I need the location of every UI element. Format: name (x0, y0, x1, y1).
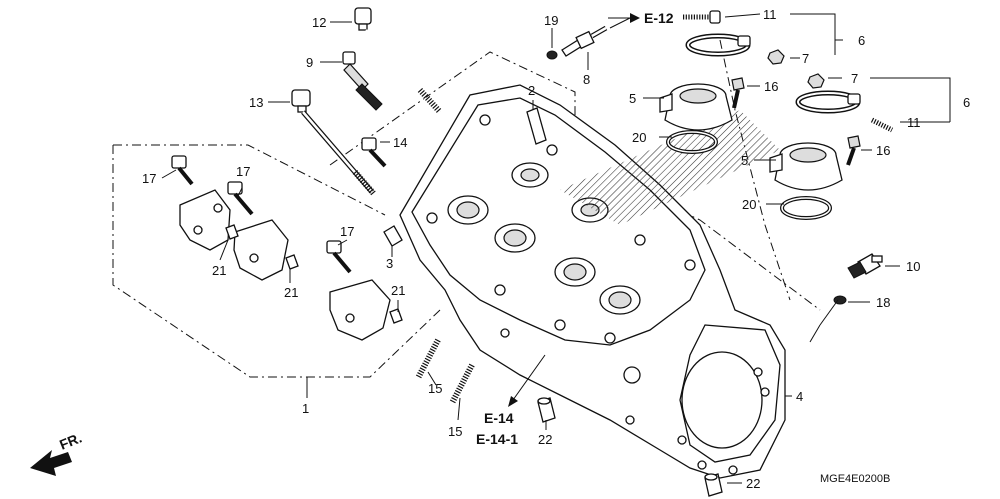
callout-20-b: 20 (742, 197, 756, 212)
e-14-arrow (508, 354, 546, 407)
group-outline-cam-holders (112, 144, 441, 398)
callout-3: 3 (386, 256, 393, 271)
stud-15-b (449, 363, 475, 405)
cylinder-head (399, 84, 786, 479)
bolt-11-a (683, 10, 721, 24)
callout-11-a: 11 (763, 7, 777, 22)
camshaft-journals (447, 162, 641, 315)
callout-16-b: 16 (876, 143, 890, 158)
callout-4: 4 (796, 389, 803, 404)
cam-holder-a (179, 189, 231, 251)
bolt-12 (354, 7, 443, 115)
dowel-21-c (389, 308, 403, 324)
bolt-16-a (731, 77, 745, 109)
e-12-arrow (608, 13, 640, 23)
callout-1: 1 (302, 401, 309, 416)
cam-holder-b (233, 219, 289, 281)
callout-7-a: 7 (802, 51, 809, 66)
dowel-21-a (225, 224, 239, 240)
callout-14: 14 (393, 135, 407, 150)
bolt-17-a (171, 155, 194, 186)
callout-22-b: 22 (746, 476, 760, 491)
dowel-22-b (704, 473, 723, 497)
dowel-21-b (285, 254, 299, 270)
callout-15-a: 15 (428, 381, 442, 396)
callout-17-a: 17 (142, 171, 156, 186)
ref-e-12: E-12 (644, 10, 674, 26)
temp-sensor-10 (847, 253, 883, 279)
cam-holder-c (329, 279, 391, 341)
callout-17-c: 17 (340, 224, 354, 239)
leader-lines (161, 13, 951, 484)
dowel-3 (383, 225, 403, 247)
bolt-16-b (846, 135, 861, 166)
callout-16-a: 16 (764, 79, 778, 94)
callout-15-b: 15 (448, 424, 462, 439)
callout-12: 12 (312, 15, 326, 30)
bolt-11-b (870, 117, 894, 133)
insulator-5-a (659, 83, 733, 131)
dowel-22-a (537, 397, 556, 423)
callout-labels: 12 9 13 14 17 17 17 3 21 21 21 1 2 19 8 … (142, 7, 970, 491)
callout-6-a: 6 (858, 33, 865, 48)
ref-e-14-1: E-14-1 (476, 431, 518, 447)
callout-18: 18 (876, 295, 890, 310)
callout-17-b: 17 (236, 164, 250, 179)
bolt-17-b (227, 181, 254, 216)
bolt-17-c (326, 240, 352, 274)
o-ring-20-b (780, 196, 832, 220)
diagram-code: MGE4E0200B (820, 473, 890, 485)
callout-5-a: 5 (629, 91, 636, 106)
insulator-5-b (769, 142, 843, 191)
callout-9: 9 (306, 55, 313, 70)
callout-20-a: 20 (632, 130, 646, 145)
callout-11-b: 11 (907, 115, 921, 130)
callout-8: 8 (583, 72, 590, 87)
intake-clamp-6-a (685, 33, 751, 57)
nut-7-a (767, 49, 785, 65)
intake-passage-hatch (560, 110, 780, 225)
callout-13: 13 (249, 95, 263, 110)
callout-21-b: 21 (284, 285, 298, 300)
callout-19: 19 (544, 13, 558, 28)
stud-15-a (415, 338, 441, 380)
bolt-13 (291, 89, 377, 196)
washer-19 (546, 50, 558, 60)
callout-22-a: 22 (538, 432, 552, 447)
callout-21-a: 21 (212, 263, 226, 278)
front-arrow-icon: FR. (30, 429, 84, 476)
callout-6-b: 6 (963, 95, 970, 110)
callout-7-b: 7 (851, 71, 858, 86)
callout-2: 2 (528, 83, 535, 98)
sensor-8 (561, 25, 608, 57)
bolt-14 (361, 137, 387, 168)
dowel-2 (526, 107, 547, 145)
callout-21-c: 21 (391, 283, 405, 298)
o-ring-20-a (666, 130, 718, 154)
head-bolt-holes (426, 114, 696, 384)
callout-10: 10 (906, 259, 920, 274)
nut-7-b (807, 73, 825, 89)
intake-clamp-6-b (795, 90, 861, 114)
spark-plug-9 (342, 51, 383, 111)
callout-5-b: 5 (741, 153, 748, 168)
front-label: FR. (57, 429, 84, 452)
ref-e-14: E-14 (484, 410, 514, 426)
